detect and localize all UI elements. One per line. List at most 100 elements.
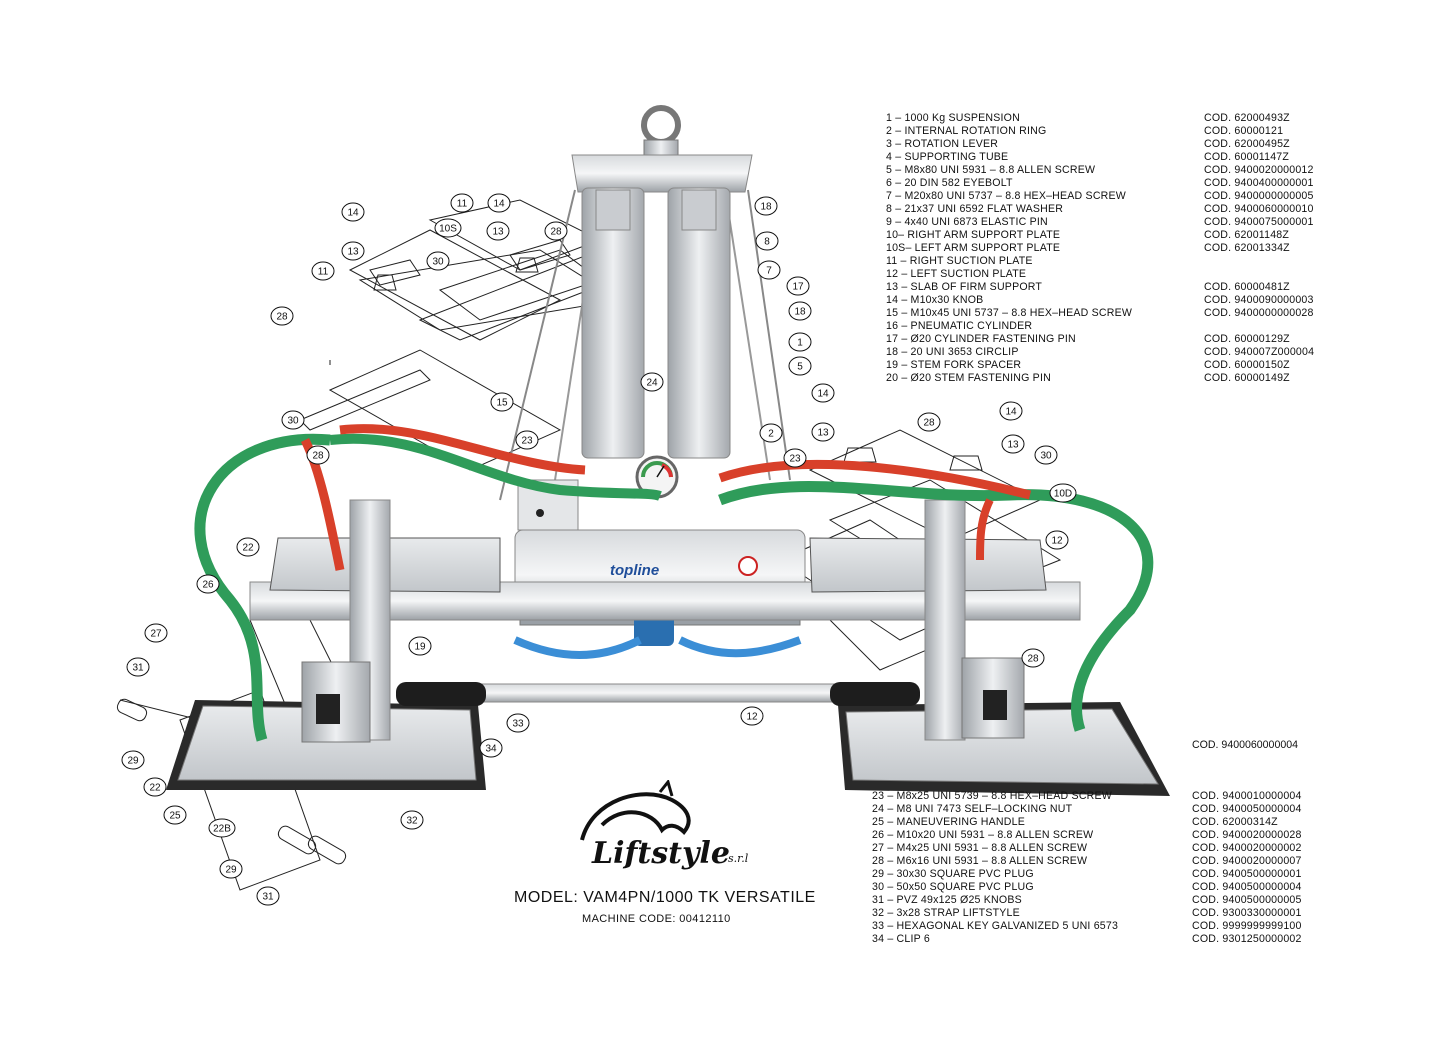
part-code: COD. 9400020000028	[1192, 829, 1302, 841]
callout-bubble: 34	[479, 738, 503, 758]
callout-bubble: 1	[788, 332, 812, 352]
part-code: COD. 60000149Z	[1204, 372, 1290, 384]
part-description: 3 – ROTATION LEVER	[886, 138, 999, 150]
callout-bubble: 23	[783, 448, 807, 468]
callout-label: 22	[149, 783, 161, 794]
callout-bubble: 5	[788, 356, 812, 376]
part-code: COD. 9400075000001	[1204, 216, 1314, 228]
callout-label: 17	[792, 282, 804, 293]
callout-label: 10D	[1054, 489, 1072, 500]
part-description: 6 – 20 DIN 582 EYEBOLT	[886, 177, 1013, 189]
callout-label: 1	[797, 338, 803, 349]
callout-bubble: 13	[486, 221, 510, 241]
callout-bubble: 22	[236, 537, 260, 557]
part-description: 1 – 1000 Kg SUSPENSION	[886, 112, 1020, 124]
brand-suffix: s.r.l	[728, 852, 749, 865]
callout-label: 14	[1005, 407, 1017, 418]
part-code: COD. 9400020000007	[1192, 855, 1302, 867]
part-row: 23 – M8x25 UNI 5739 – 8.8 HEX–HEAD SCREW…	[872, 790, 1312, 803]
callout-label: 30	[287, 416, 299, 427]
callout-label: 28	[312, 451, 324, 462]
callout-bubble: 13	[811, 422, 835, 442]
callout-label: 18	[760, 202, 772, 213]
part-code: COD. 940007Z000004	[1204, 346, 1315, 358]
part-code: COD. 62000314Z	[1192, 816, 1278, 828]
part-code: COD. 9400500000005	[1192, 894, 1302, 906]
part-description: 28 – M6x16 UNI 5931 – 8.8 ALLEN SCREW	[872, 855, 1088, 867]
part-code: COD. 62000493Z	[1204, 112, 1290, 124]
callout-bubble: 24	[640, 372, 664, 392]
callout-bubble: 7	[757, 260, 781, 280]
callout-label: 25	[169, 811, 181, 822]
callout-label: 29	[127, 756, 139, 767]
part-row: 11 – RIGHT SUCTION PLATE	[886, 255, 1326, 268]
callout-label: 23	[789, 454, 801, 465]
part-code: COD. 9300330000001	[1192, 907, 1302, 919]
callout-bubble: 27	[144, 623, 168, 643]
callout-bubble: 23	[515, 430, 539, 450]
callout-bubble: 18	[754, 196, 778, 216]
callout-bubble: 30	[281, 410, 305, 430]
callout-bubble: 25	[163, 805, 187, 825]
callout-bubble: 31	[256, 886, 280, 906]
callout-bubble: 29	[121, 750, 145, 770]
part-row: 25 – MANEUVERING HANDLE COD. 62000314Z	[872, 816, 1312, 829]
callout-bubble: 31	[126, 657, 150, 677]
callout-label: 28	[550, 227, 562, 238]
part-description: 24 – M8 UNI 7473 SELF–LOCKING NUT	[872, 803, 1073, 815]
part-description: 7 – M20x80 UNI 5737 – 8.8 HEX–HEAD SCREW	[886, 190, 1126, 202]
callout-label: 22	[242, 543, 254, 554]
callout-bubble: 13	[341, 241, 365, 261]
callout-bubble: 2	[759, 423, 783, 443]
part-code: COD. 60000150Z	[1204, 359, 1290, 371]
callout-bubble: 28	[917, 412, 941, 432]
part-row: 15 – M10x45 UNI 5737 – 8.8 HEX–HEAD SCRE…	[886, 307, 1326, 320]
parts-list-bottom: 23 – M8x25 UNI 5739 – 8.8 HEX–HEAD SCREW…	[872, 790, 1312, 946]
callout-bubble: 30	[1034, 445, 1058, 465]
part-description: 32 – 3x28 STRAP LIFTSTYLE	[872, 907, 1020, 919]
part-row: 1 – 1000 Kg SUSPENSION COD. 62000493Z	[886, 112, 1326, 125]
part-code: COD. 9400000000005	[1204, 190, 1314, 202]
callout-bubble: 29	[219, 859, 243, 879]
callout-label: 7	[766, 266, 772, 277]
callout-label: 31	[262, 892, 274, 903]
part-code: COD. 9400020000012	[1204, 164, 1314, 176]
callout-bubble: 10D	[1049, 483, 1077, 503]
callout-label: 30	[1040, 451, 1052, 462]
callout-bubble: 19	[408, 636, 432, 656]
callout-label: 18	[794, 307, 806, 318]
callout-bubble: 22B	[208, 818, 236, 838]
part-code: COD. 9400500000004	[1192, 881, 1302, 893]
callout-label: 33	[512, 719, 524, 730]
callout-label: 14	[347, 208, 359, 219]
callout-label: 12	[746, 712, 758, 723]
callout-bubble: 28	[306, 445, 330, 465]
part-code: COD. 9400090000003	[1204, 294, 1314, 306]
part-description: 14 – M10x30 KNOB	[886, 294, 984, 306]
part-description: 17 – Ø20 CYLINDER FASTENING PIN	[886, 333, 1076, 345]
callout-label: 27	[150, 629, 162, 640]
callout-label: 12	[1051, 536, 1063, 547]
callout-bubble: 33	[506, 713, 530, 733]
callout-bubble: 11	[311, 261, 335, 281]
lifter-assembly: topline	[166, 105, 1170, 796]
part-description: 25 – MANEUVERING HANDLE	[872, 816, 1025, 828]
part-row: 12 – LEFT SUCTION PLATE	[886, 268, 1326, 281]
callout-bubble: 32	[400, 810, 424, 830]
callout-label: 28	[276, 312, 288, 323]
callout-label: 13	[817, 428, 829, 439]
callout-bubble: 30	[426, 251, 450, 271]
part-description: 12 – LEFT SUCTION PLATE	[886, 268, 1027, 280]
